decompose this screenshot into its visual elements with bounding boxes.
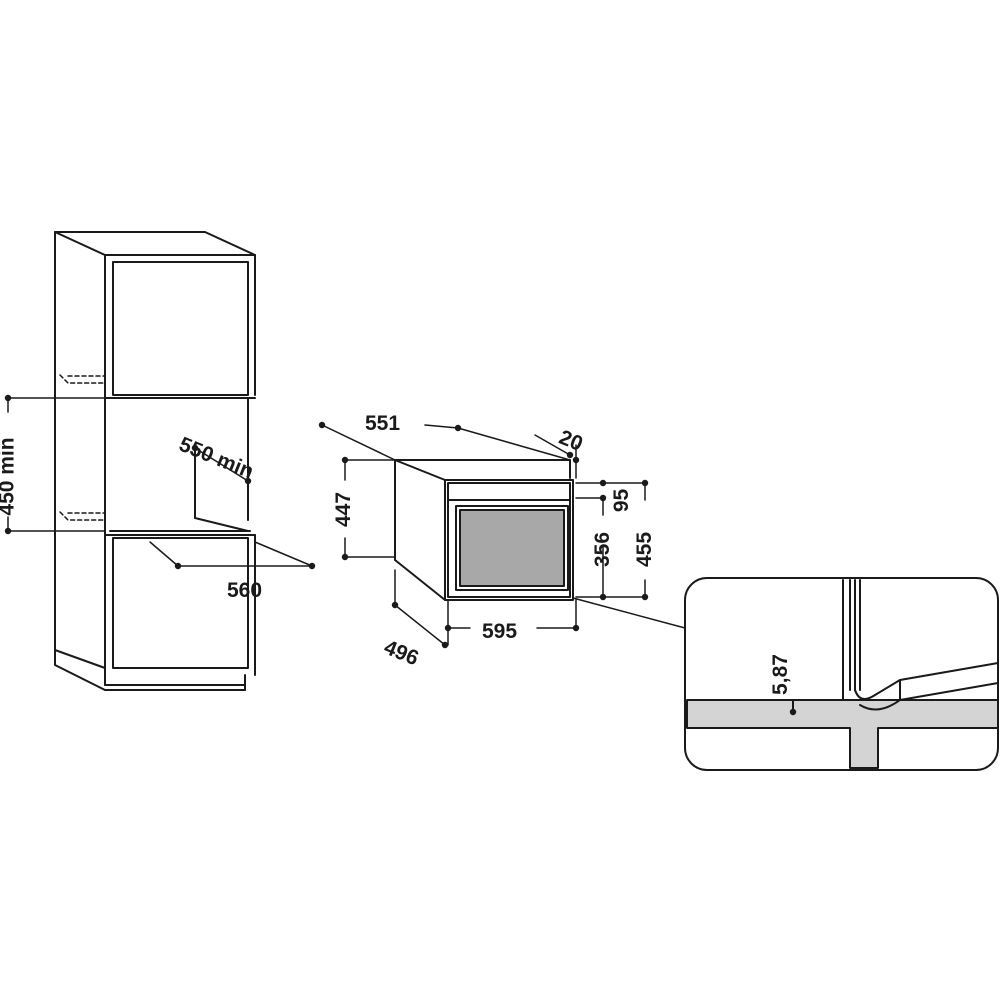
cabinet-dimension-lines bbox=[7, 397, 313, 567]
oven-appliance bbox=[394, 459, 574, 601]
appliance-width-label: 595 bbox=[482, 620, 518, 643]
kitchen-cabinet bbox=[54, 231, 256, 691]
detail-callout bbox=[684, 577, 999, 771]
appliance-depth-label: 551 bbox=[365, 412, 401, 435]
niche-width-label: 560 bbox=[227, 579, 263, 602]
gap-detail-label: 5,87 bbox=[768, 654, 792, 695]
door-height-label: 356 bbox=[591, 531, 615, 568]
front-height-label: 455 bbox=[633, 531, 657, 568]
appliance-height-label: 447 bbox=[332, 491, 356, 528]
dimension-end-markers bbox=[4, 394, 797, 716]
niche-height-label: 450 min bbox=[0, 437, 19, 516]
control-panel-height-label: 95 bbox=[610, 488, 634, 513]
